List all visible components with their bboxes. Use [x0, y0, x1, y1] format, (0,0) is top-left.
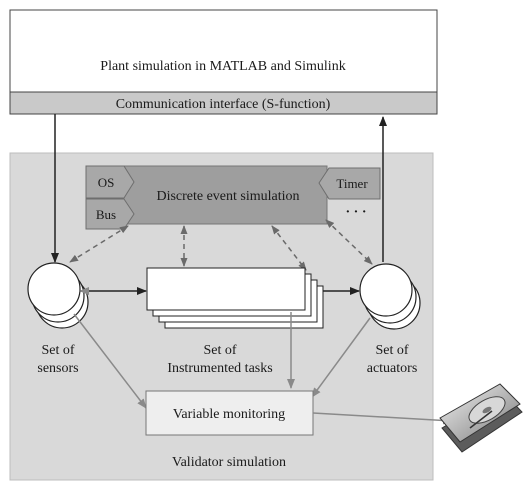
hard-disk-icon	[439, 383, 523, 453]
communication-interface-label: Communication interface (S-function)	[116, 97, 331, 112]
actuators-to-monitoring-arrow	[311, 317, 371, 398]
monitoring-to-disk-arrow	[312, 412, 453, 425]
communication-interface-band	[9, 91, 438, 115]
des-actuators-dashed-arrow	[325, 219, 373, 265]
tasks-label-line1: Set of	[203, 343, 236, 358]
sensors-to-monitoring-arrow	[73, 313, 147, 409]
bus-label: Bus	[96, 207, 116, 222]
discrete-event-simulation-title: Discrete event simulation	[156, 189, 299, 204]
os-label: OS	[98, 175, 115, 190]
timer-label: Timer	[336, 176, 368, 191]
sensor-circle-front	[27, 262, 81, 316]
timer-tag	[318, 167, 381, 200]
actuator-circle-front	[359, 263, 413, 317]
plant-simulation-box	[9, 9, 438, 93]
variable-monitoring-box	[145, 390, 314, 436]
os-tag	[85, 165, 135, 199]
actuators-label-line2: actuators	[367, 361, 418, 376]
plant-simulation-title: Plant simulation in MATLAB and Simulink	[100, 59, 345, 74]
validator-simulation-title: Validator simulation	[172, 455, 286, 470]
bus-tag	[85, 198, 135, 230]
tasks-label-line2: Instrumented tasks	[167, 361, 272, 376]
sensors-label-line1: Set of	[41, 343, 74, 358]
more-inputs-ellipsis: · · ·	[345, 205, 366, 220]
actuators-label-line1: Set of	[375, 343, 408, 358]
des-sensors-dashed-arrow	[69, 225, 129, 263]
task-card-front	[146, 267, 306, 311]
des-tasks-right-dashed-arrow	[271, 225, 307, 271]
sensors-label-line2: sensors	[37, 361, 78, 376]
variable-monitoring-title: Variable monitoring	[173, 407, 285, 422]
